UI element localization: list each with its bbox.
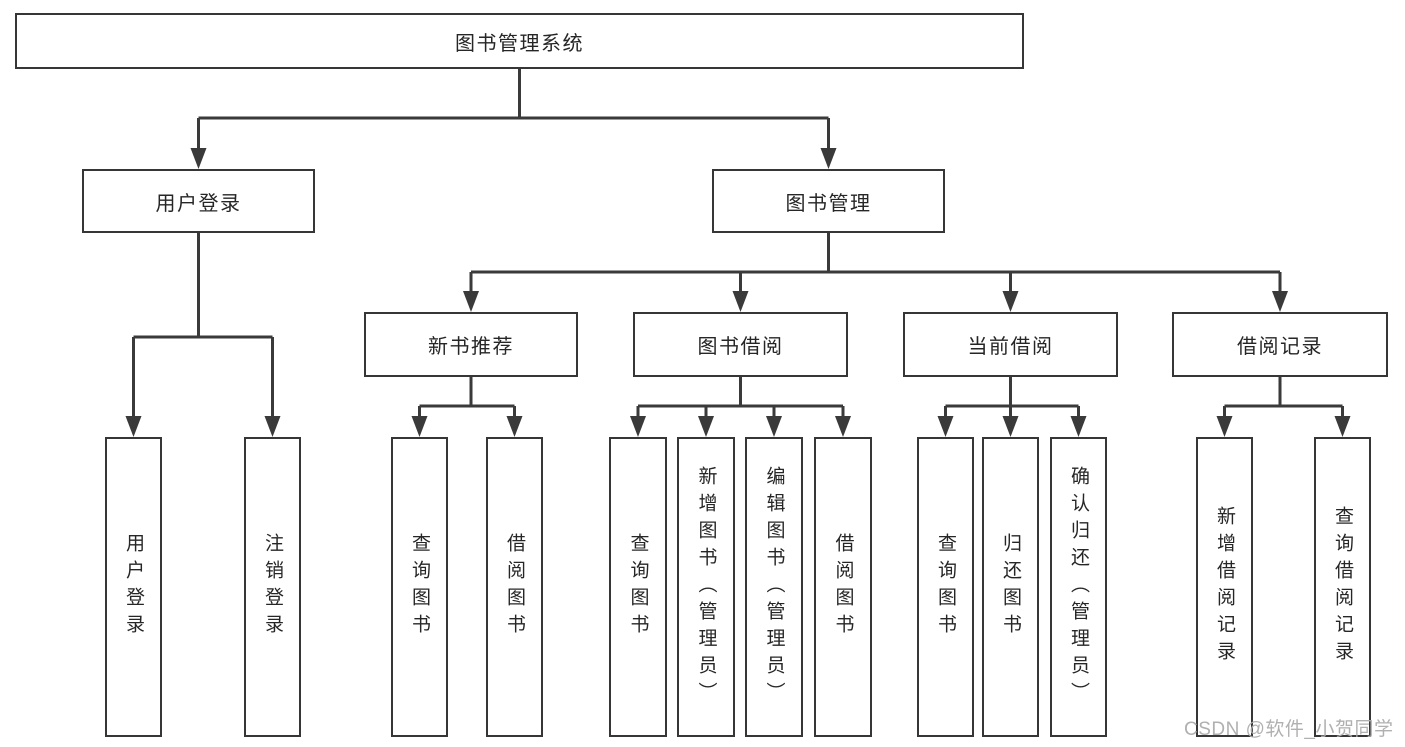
leaf-confirm-return-admin-label: 确认归还（管理员） [1068,465,1089,709]
leaf-add-borrow-record-label: 新增借阅记录 [1214,506,1235,668]
edge-newbook-to-leaves [418,377,516,418]
leaf-borrowing-query-books-label: 查询图书 [627,533,649,641]
leaf-user-login: 用户登录 [105,437,162,737]
leaf-borrowing-borrow-books: 借阅图书 [814,437,872,737]
leaf-user-login-label: 用户登录 [123,533,144,641]
arrowheads [125,148,1351,437]
node-user-login-label: 用户登录 [155,192,242,215]
edge-root-to-level2 [197,69,830,150]
leaf-newbook-query-books: 查询图书 [391,437,448,737]
node-root-label: 图书管理系统 [455,32,584,55]
leaf-current-query-books-label: 查询图书 [935,533,956,641]
edge-current-to-leaves [944,377,1080,418]
leaf-query-borrow-record: 查询借阅记录 [1314,437,1371,737]
edge-userlogin-to-leaves [132,233,274,418]
leaf-return-books: 归还图书 [982,437,1039,737]
leaf-newbook-query-books-label: 查询图书 [409,533,430,641]
node-root: 图书管理系统 [15,13,1024,69]
csdn-watermark: CSDN @软件_小贺同学 [1184,719,1394,740]
node-new-book-recommendation-label: 新书推荐 [428,336,514,358]
edge-records-to-leaves [1223,377,1344,418]
node-borrowing-records: 借阅记录 [1172,312,1388,377]
leaf-return-books-label: 归还图书 [1000,533,1021,641]
node-book-management: 图书管理 [712,169,945,233]
node-book-management-label: 图书管理 [785,192,872,215]
leaf-newbook-borrow-books: 借阅图书 [486,437,543,737]
leaf-current-query-books: 查询图书 [917,437,974,737]
leaf-confirm-return-admin: 确认归还（管理员） [1050,437,1107,737]
node-borrowing-records-label: 借阅记录 [1237,336,1323,358]
node-book-borrowing: 图书借阅 [633,312,848,377]
leaf-logout: 注销登录 [244,437,301,737]
edge-borrowing-to-leaves [636,377,845,418]
leaf-add-books-admin: 新增图书（管理员） [677,437,735,737]
node-book-borrowing-label: 图书借阅 [697,336,784,358]
leaf-borrowing-query-books: 查询图书 [609,437,667,737]
leaf-borrowing-borrow-books-label: 借阅图书 [832,533,854,641]
leaf-add-books-admin-label: 新增图书（管理员） [695,465,717,709]
node-current-borrowing-label: 当前借阅 [967,336,1054,358]
leaf-edit-books-admin: 编辑图书（管理员） [745,437,803,737]
node-current-borrowing: 当前借阅 [903,312,1118,377]
leaf-logout-label: 注销登录 [262,533,283,641]
edge-bookmgmt-to-level3 [469,233,1282,293]
leaf-add-borrow-record: 新增借阅记录 [1196,437,1253,737]
node-user-login: 用户登录 [82,169,315,233]
leaf-edit-books-admin-label: 编辑图书（管理员） [763,465,785,709]
node-new-book-recommendation: 新书推荐 [364,312,578,377]
leaf-newbook-borrow-books-label: 借阅图书 [504,533,525,641]
leaf-query-borrow-record-label: 查询借阅记录 [1332,506,1353,668]
